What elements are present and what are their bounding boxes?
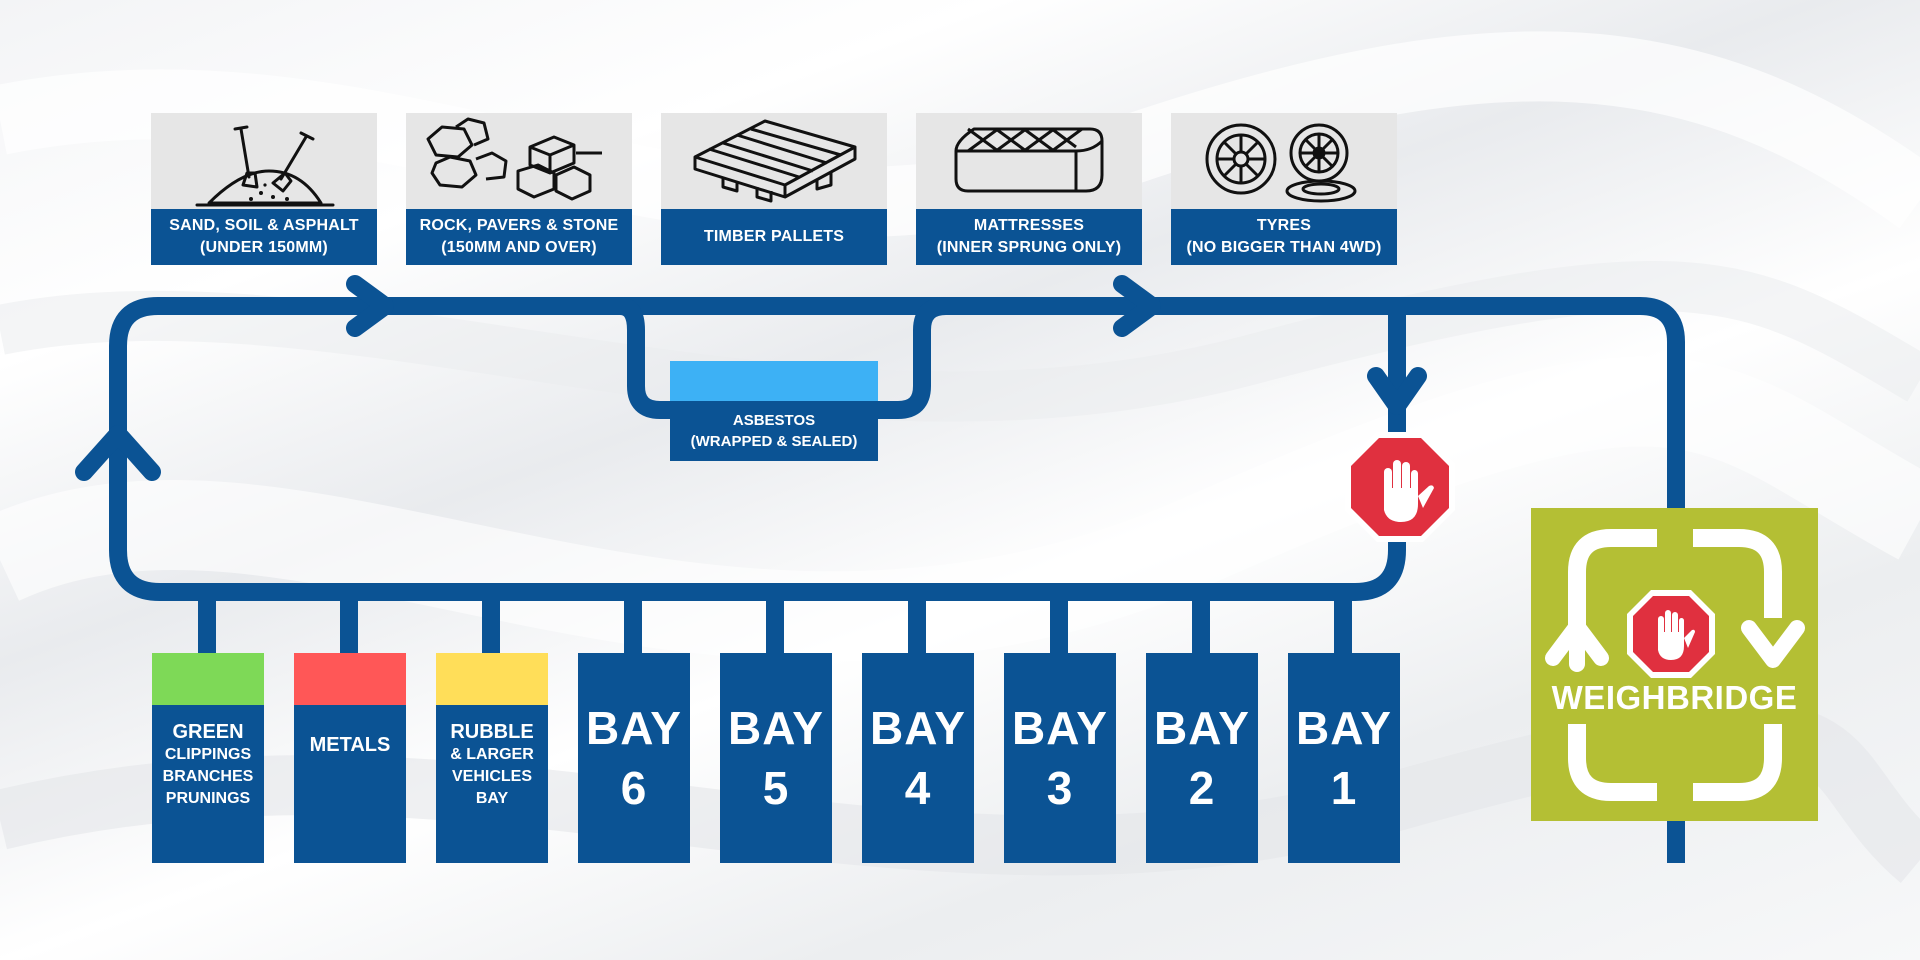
rock-pavers-icon [426,117,602,201]
bin-line: & LARGER [450,746,534,763]
material-label-line1: ROCK, PAVERS & STONE [419,217,619,234]
direction-arrow-down-stop [1367,367,1427,415]
bay-6: BAY 6 [578,653,690,863]
bay-word: BAY [1154,702,1250,754]
tyres-icon [1205,123,1357,203]
bay-3: BAY 3 [1004,653,1116,863]
bay-number: 3 [1046,762,1074,814]
material-label-line2: (NO BIGGER THAN 4WD) [1186,239,1382,256]
bin-line: VEHICLES [451,768,532,785]
bay-word: BAY [870,702,966,754]
bin-title: GREEN [172,721,244,743]
material-label-line1: MATTRESSES [973,217,1085,234]
bin-metals: METALS [294,653,406,863]
bin-green-waste: GREEN CLIPPINGS BRANCHES PRUNINGS [152,653,264,863]
direction-arrow-right-1 [346,275,394,337]
bin-line: PRUNINGS [165,790,251,807]
material-label-line2: (INNER SPRUNG ONLY) [936,239,1122,256]
bin-color-band [152,653,264,705]
bin-line: BRANCHES [162,768,254,785]
bay-number: 5 [762,762,790,814]
material-label-line1: SAND, SOIL & ASPHALT [169,217,359,234]
weighbridge-label: WEIGHBRIDGE [1551,679,1798,716]
bin-color-band [294,653,406,705]
pallet-icon [693,119,857,203]
asbestos-label-line1: ASBESTOS [732,412,816,429]
material-card-tyres: TYRES (NO BIGGER THAN 4WD) [1171,113,1397,265]
bay-word: BAY [728,702,824,754]
bay-number: 2 [1188,762,1216,814]
bay-number: 4 [904,762,932,814]
bay-number: 1 [1330,762,1358,814]
stop-sign-icon [1345,432,1455,542]
bay-2: BAY 2 [1146,653,1258,863]
route-loop [109,297,1685,863]
bin-color-band [436,653,548,705]
weighbridge-loop [1545,529,1805,801]
bin-title: METALS [309,734,391,756]
bin-rubble: RUBBLE & LARGER VEHICLES BAY [436,653,548,863]
bay-word: BAY [1296,702,1392,754]
material-card-rock: ROCK, PAVERS & STONE (150MM AND OVER) [406,113,632,265]
weighbridge-arrow-down [1741,620,1805,668]
asbestos-dropoff: ASBESTOS (WRAPPED & SEALED) [670,361,878,461]
material-label-line2: (150MM AND OVER) [441,239,597,256]
material-label-line1: TIMBER PALLETS [703,228,845,245]
material-card-pallets: TIMBER PALLETS [661,113,887,265]
bin-line: CLIPPINGS [164,746,252,763]
bay-word: BAY [586,702,682,754]
direction-arrow-right-2 [1113,275,1161,337]
material-card-sand: SAND, SOIL & ASPHALT (UNDER 150MM) [151,113,377,265]
direction-arrow-up-left [75,425,161,481]
bay-number: 6 [620,762,648,814]
material-card-mattresses: MATTRESSES (INNER SPRUNG ONLY) [916,113,1142,265]
bay-4: BAY 4 [862,653,974,863]
bay-word: BAY [1012,702,1108,754]
bin-title: RUBBLE [450,721,534,743]
material-label-line1: TYRES [1256,217,1312,234]
asbestos-label-line2: (WRAPPED & SEALED) [690,433,858,450]
mattress-icon [954,127,1104,193]
sand-shovel-icon [195,125,335,207]
asbestos-color-band [670,361,878,401]
bay-1: BAY 1 [1288,653,1400,863]
material-label-line2: (UNDER 150MM) [200,239,328,256]
bay-5: BAY 5 [720,653,832,863]
hand-icon [1384,460,1434,522]
bin-line: BAY [475,790,509,807]
bay-connector [198,592,1352,653]
